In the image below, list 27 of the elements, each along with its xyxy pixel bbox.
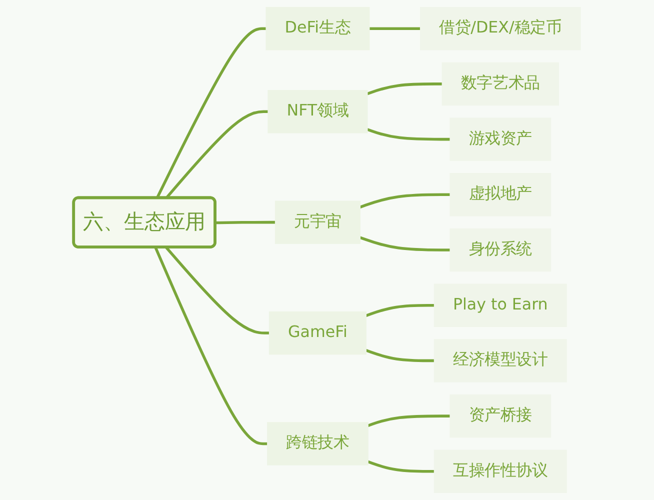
node-box: 资产桥接 [450, 394, 552, 438]
node-box: 经济模型设计 [434, 339, 567, 382]
node-box: GameFi [268, 311, 366, 355]
node-box: 虚拟地产 [450, 173, 552, 216]
connector [366, 82, 442, 96]
connector [154, 246, 268, 446]
connector [215, 220, 276, 224]
node-box: 游戏资产 [450, 118, 552, 161]
node-box: DeFi生态 [266, 6, 370, 50]
connector [360, 236, 450, 252]
node-box: NFT领域 [268, 90, 368, 134]
node-box: 借贷/DEX/稳定币 [420, 6, 581, 50]
node-box: 互操作性协议 [434, 450, 567, 494]
node-box: 数字艺术品 [442, 62, 560, 106]
connector [366, 349, 434, 362]
node-box: 跨链技术 [267, 422, 368, 466]
connector [369, 27, 420, 30]
connector [165, 246, 270, 334]
connector [367, 414, 450, 428]
connector [360, 193, 450, 208]
node-box: 身份系统 [450, 228, 552, 272]
node-box: Play to Earn [434, 284, 567, 327]
connector [368, 460, 434, 473]
connector [156, 27, 266, 199]
node-box: 元宇宙 [274, 200, 361, 244]
connector [366, 304, 434, 317]
connector [366, 128, 450, 141]
